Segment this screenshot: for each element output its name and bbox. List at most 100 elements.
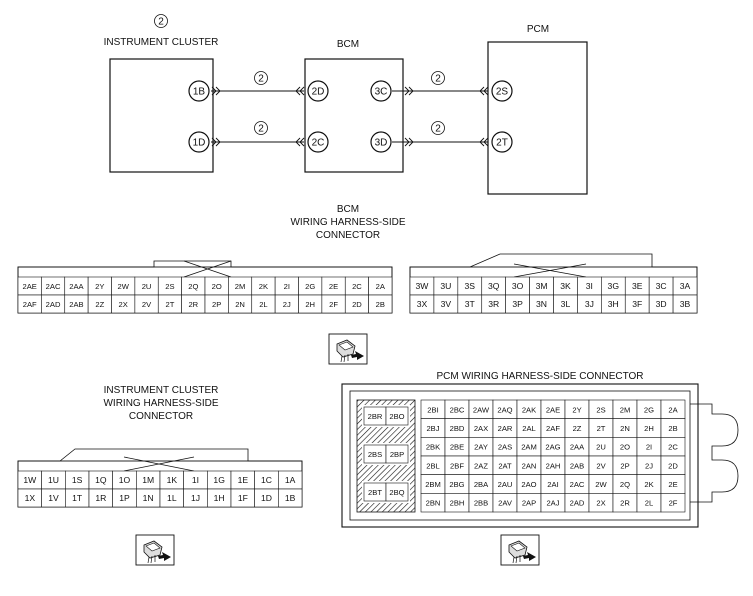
pin-cell: 3J (577, 294, 602, 314)
pin-cell: 2BN (420, 493, 446, 513)
pin-cell: 2AB (564, 455, 590, 475)
pin-cell: 2AE (540, 399, 566, 419)
pin-cell: 3I (577, 276, 602, 296)
pin-label: 2BS (368, 450, 382, 459)
pin-cell: 3W (409, 276, 435, 296)
pin-cell: 2AI (540, 474, 566, 494)
pin-label: 2AZ (474, 461, 488, 470)
pin-label: 2AP (522, 499, 536, 508)
pin-cell: 2B (368, 294, 393, 314)
pin-label: 2E (668, 480, 677, 489)
pin-cell: 2D (660, 455, 686, 475)
pin-label: 3H (608, 299, 619, 309)
svg-text:2C: 2C (312, 138, 325, 149)
pin-label: 3S (465, 281, 476, 291)
pin-label: 2I (284, 282, 290, 291)
pin-cell: 1E (230, 470, 255, 490)
svg-text:CONNECTOR: CONNECTOR (129, 411, 193, 422)
pin-cell: 2M (228, 276, 253, 296)
pin-cell: 2BP (385, 444, 409, 464)
pin-label: 2AC (46, 282, 61, 291)
pin-label: 2AD (570, 499, 585, 508)
pin-label: 1U (48, 475, 59, 485)
terminal-3c: 3C (370, 80, 392, 102)
pin-cell: 2AF (540, 418, 566, 438)
pin-label: 3G (608, 281, 620, 291)
terminal-2t: 2T (491, 131, 513, 153)
pin-cell: 2AA (64, 276, 89, 296)
pin-cell: 2BE (444, 437, 470, 457)
pin-label: 2AV (498, 499, 513, 508)
pin-label: 3I (586, 281, 593, 291)
terminal-2c: 2C (307, 131, 329, 153)
pin-label: 2AC (570, 480, 585, 489)
pin-cell: 1P (112, 488, 137, 508)
pin-cell: 3C (648, 276, 674, 296)
pin-cell: 1W (17, 470, 42, 490)
pin-cell: 2S (157, 276, 182, 296)
pin-cell: 2BD (444, 418, 470, 438)
pin-cell: 2AQ (492, 399, 518, 419)
pin-label: 3O (512, 281, 524, 291)
wire-marker: 2 (431, 71, 445, 85)
connector-view-icon (328, 333, 368, 365)
pin-label: 1P (119, 493, 130, 503)
pin-label: 2W (117, 282, 129, 291)
pin-cell: 2O (612, 437, 638, 457)
pin-cell: 1D (254, 488, 279, 508)
pin-label: 2AN (522, 461, 537, 470)
pin-label: 2Q (188, 282, 198, 291)
pin-label: 2BO (389, 412, 404, 421)
pin-label: 2E (329, 282, 338, 291)
pin-label: 2Y (95, 282, 104, 291)
pin-label: 1G (213, 475, 225, 485)
wire-marker: 2 (254, 71, 268, 85)
pin-cell: 2AN (516, 455, 542, 475)
pin-cell: 2BI (420, 399, 446, 419)
pin-cell: 3N (529, 294, 554, 314)
pin-cell: 3R (481, 294, 506, 314)
pin-cell: 1R (88, 488, 113, 508)
pin-cell: 1J (183, 488, 208, 508)
pin-label: 3E (632, 281, 643, 291)
pin-label: 2AF (23, 300, 37, 309)
bcm-connector-title: BCM WIRING HARNESS-SIDE CONNECTOR (290, 204, 405, 241)
pin-cell: 2U (588, 437, 614, 457)
pin-label: 2R (188, 300, 198, 309)
pin-cell: 2AC (41, 276, 66, 296)
pin-label: 2U (142, 282, 152, 291)
pin-label: 3T (465, 299, 476, 309)
pin-label: 1A (285, 475, 296, 485)
terminal-1b: 1B (188, 80, 210, 102)
terminal-2s: 2S (491, 80, 513, 102)
svg-text:CONNECTOR: CONNECTOR (316, 230, 380, 241)
pin-cell: 2AX (468, 418, 494, 438)
pin-label: 2BE (450, 443, 464, 452)
pin-cell: 2J (274, 294, 299, 314)
pin-cell: 2M (612, 399, 638, 419)
pin-label: 3K (560, 281, 571, 291)
pin-label: 3C (656, 281, 667, 291)
pin-label: 2F (329, 300, 338, 309)
connector-view-icon (135, 534, 175, 566)
pin-label: 2BN (426, 499, 441, 508)
pin-cell: 3O (505, 276, 530, 296)
pin-label: 1M (142, 475, 154, 485)
pin-cell: 2T (157, 294, 182, 314)
pin-label: 2BA (474, 480, 489, 489)
pin-cell: 2X (111, 294, 136, 314)
pin-label: 2N (235, 300, 245, 309)
pin-label: 2AH (546, 461, 561, 470)
pin-cell: 2AP (516, 493, 542, 513)
pin-cell: 1Q (88, 470, 113, 490)
pin-label: 1S (72, 475, 83, 485)
pin-cell: 2AL (516, 418, 542, 438)
pin-label: 2BB (474, 499, 488, 508)
wire-marker: 2 (254, 121, 268, 135)
pin-label: 2D (352, 300, 362, 309)
pin-cell: 1L (159, 488, 184, 508)
